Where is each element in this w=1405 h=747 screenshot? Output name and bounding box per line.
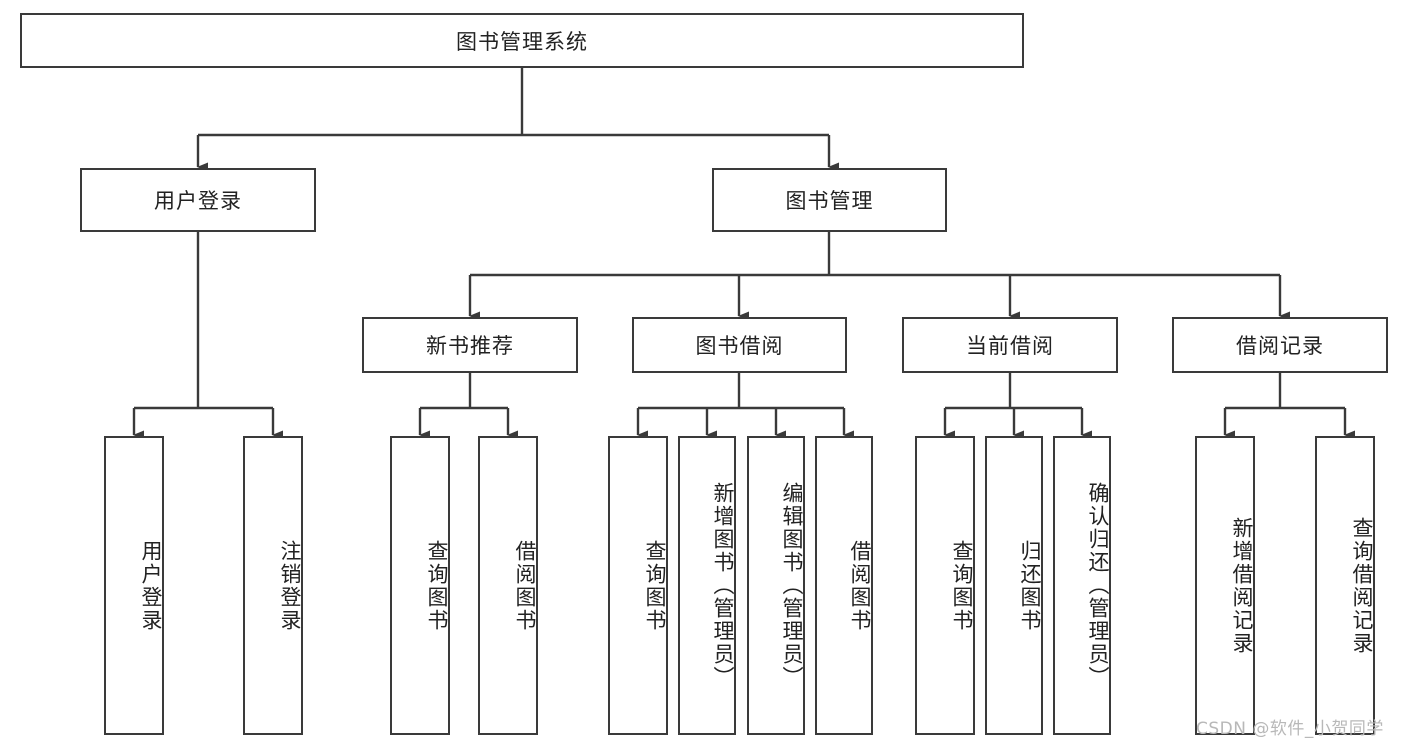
node-leaf-borrow-book-rec[interactable]: 借阅图书 <box>478 436 538 735</box>
node-label: 注销登录 <box>278 539 302 632</box>
node-leaf-borrow-book-bb[interactable]: 借阅图书 <box>815 436 873 735</box>
node-leaf-user-login[interactable]: 用户登录 <box>104 436 164 735</box>
node-new-book-recommend[interactable]: 新书推荐 <box>362 317 578 373</box>
node-leaf-query-book-bb[interactable]: 查询图书 <box>608 436 668 735</box>
watermark-text: CSDN @软件_小贺同学 <box>1196 719 1384 739</box>
node-label: 新增借阅记录 <box>1230 516 1254 655</box>
node-label: 借阅图书 <box>513 539 537 632</box>
node-borrow-record[interactable]: 借阅记录 <box>1172 317 1388 373</box>
node-leaf-add-book[interactable]: 新增图书（管理员） <box>678 436 736 735</box>
node-label: 图书借阅 <box>695 334 784 358</box>
node-leaf-confirm-return[interactable]: 确认归还（管理员） <box>1053 436 1111 735</box>
node-label: 新书推荐 <box>426 334 514 358</box>
node-label: 编辑图书（管理员） <box>780 482 804 689</box>
node-label: 查询图书 <box>425 539 449 632</box>
node-root[interactable]: 图书管理系统 <box>20 13 1024 68</box>
node-label: 查询图书 <box>643 539 667 632</box>
edge-layer <box>132 68 1355 440</box>
node-leaf-query-book-cb[interactable]: 查询图书 <box>915 436 975 735</box>
node-user-login[interactable]: 用户登录 <box>80 168 316 232</box>
node-label: 图书管理 <box>785 189 874 213</box>
node-leaf-logout[interactable]: 注销登录 <box>243 436 303 735</box>
node-leaf-query-record[interactable]: 查询借阅记录 <box>1315 436 1375 735</box>
node-label: 归还图书 <box>1018 539 1042 632</box>
node-leaf-edit-book[interactable]: 编辑图书（管理员） <box>747 436 805 735</box>
node-book-borrow[interactable]: 图书借阅 <box>632 317 847 373</box>
node-label: 借阅图书 <box>848 539 872 632</box>
node-current-borrow[interactable]: 当前借阅 <box>902 317 1118 373</box>
node-label: 查询图书 <box>950 539 974 632</box>
node-label: 图书管理系统 <box>456 29 588 54</box>
node-book-manage[interactable]: 图书管理 <box>712 168 947 232</box>
node-label: 当前借阅 <box>966 334 1054 358</box>
node-label: 用户登录 <box>139 539 163 632</box>
node-label: 新增图书（管理员） <box>711 482 735 689</box>
node-label: 确认归还（管理员） <box>1086 482 1110 689</box>
node-label: 查询借阅记录 <box>1350 516 1374 655</box>
node-leaf-query-book-rec[interactable]: 查询图书 <box>390 436 450 735</box>
node-label: 借阅记录 <box>1236 334 1324 358</box>
node-leaf-return-book[interactable]: 归还图书 <box>985 436 1043 735</box>
node-leaf-add-record[interactable]: 新增借阅记录 <box>1195 436 1255 735</box>
node-label: 用户登录 <box>154 189 242 213</box>
